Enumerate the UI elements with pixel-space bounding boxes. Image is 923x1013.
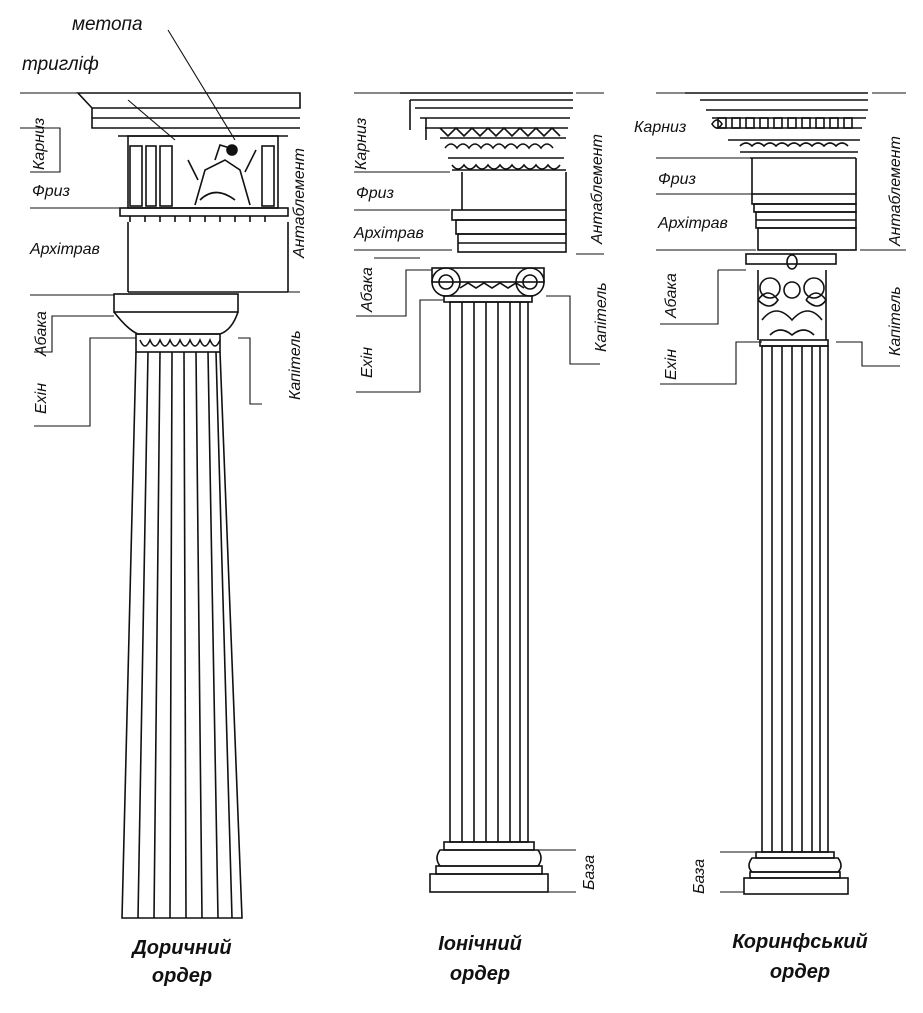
ionic-base <box>429 841 549 893</box>
ionic-label-arkhitrav: Архітрав <box>353 225 424 242</box>
corinthian-label-fryz: Фриз <box>658 171 696 188</box>
doric-guides <box>20 29 300 427</box>
doric-label-fryz: Фриз <box>32 183 70 200</box>
label-metopa: метопа <box>72 14 143 35</box>
ionic-label-ekhin: Ехін <box>359 347 376 378</box>
corinthian-label-baza: База <box>691 859 708 894</box>
caption-doric-line1: Доричний <box>130 937 231 959</box>
corinthian-guides <box>656 92 906 893</box>
caption-corinthian-line2: ордер <box>770 961 830 983</box>
ionic-capital <box>431 267 545 303</box>
doric-label-abaka: Абака <box>33 311 50 357</box>
label-tryglif: тригліф <box>22 54 99 75</box>
ionic-label-karnyz: Карниз <box>353 118 370 170</box>
doric-metope-figure <box>187 144 257 206</box>
labels: метопа тригліф Карниз Фриз Архітрав Абак… <box>22 14 904 894</box>
corinthian-label-kapitel: Капітель <box>887 286 904 356</box>
corinthian-label-antablement: Антаблемент <box>887 136 904 247</box>
ionic-label-baza: База <box>581 855 598 890</box>
doric-label-ekhin: Ехін <box>33 383 50 414</box>
doric-architrave <box>127 222 289 292</box>
caption-doric-line2: ордер <box>152 965 212 987</box>
corinthian-label-abaka: Абака <box>663 273 680 319</box>
corinthian-label-karnyz: Карниз <box>634 119 686 136</box>
doric-column <box>76 92 301 919</box>
caption-corinthian-line1: Коринфський <box>732 931 868 953</box>
corinthian-capital <box>745 253 837 347</box>
corinthian-label-ekhin: Ехін <box>663 349 680 380</box>
caption-ionic-line2: ордер <box>450 963 510 985</box>
doric-shaft <box>121 351 243 919</box>
ionic-label-antablement: Антаблемент <box>589 134 606 245</box>
doric-abacus <box>113 293 239 313</box>
corinthian-base <box>743 851 849 895</box>
doric-label-kapitel: Капітель <box>287 330 304 400</box>
caption-ionic-line1: Іонічний <box>438 933 522 955</box>
corinthian-column <box>685 92 868 895</box>
corinthian-label-arkhitrav: Архітрав <box>657 215 728 232</box>
doric-cornice <box>76 92 301 129</box>
ionic-guides <box>354 92 604 893</box>
doric-triglyphs <box>129 145 275 207</box>
ionic-label-kapitel: Капітель <box>593 282 610 352</box>
doric-label-karnyz: Карниз <box>31 118 48 170</box>
ionic-label-abaka: Абака <box>359 267 376 313</box>
ionic-column <box>400 92 573 893</box>
doric-echinus <box>113 311 239 335</box>
doric-label-antablement: Антаблемент <box>291 148 308 259</box>
captions: Доричний ордер Іонічний ордер Коринфськи… <box>130 931 867 987</box>
doric-label-arkhitrav: Архітрав <box>29 241 100 258</box>
ionic-label-fryz: Фриз <box>356 185 394 202</box>
